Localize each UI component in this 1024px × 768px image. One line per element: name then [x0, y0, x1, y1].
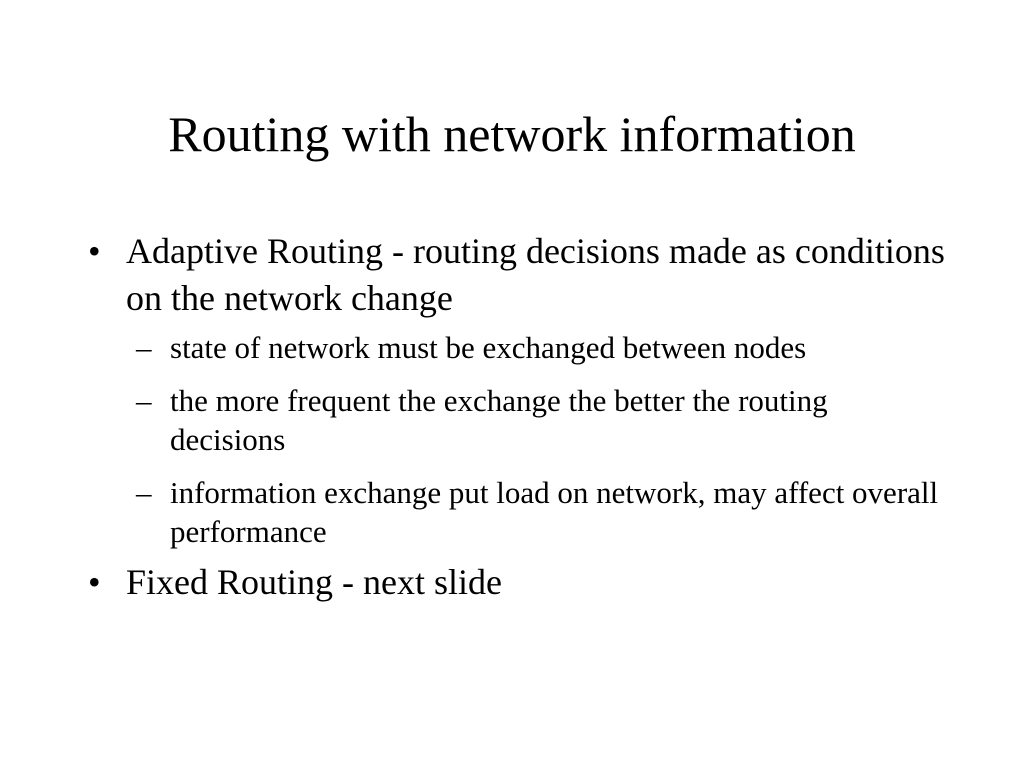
- slide-title: Routing with network information: [168, 106, 856, 162]
- bullet-list: • Adaptive Routing - routing decisions m…: [88, 228, 948, 606]
- sub-bullet-text: state of network must be exchanged betwe…: [170, 330, 807, 365]
- sub-bullet-text: information exchange put load on network…: [170, 475, 939, 549]
- bullet-marker: •: [88, 562, 101, 602]
- bullet-marker: •: [88, 231, 101, 271]
- sub-bullet-network-load: – information exchange put load on netwo…: [126, 473, 948, 551]
- sub-bullet-exchange-frequency: – the more frequent the exchange the bet…: [126, 381, 948, 459]
- sub-bullet-list: – state of network must be exchanged bet…: [126, 328, 948, 551]
- sub-bullet-text: the more frequent the exchange the bette…: [170, 383, 828, 457]
- bullet-adaptive-routing: • Adaptive Routing - routing decisions m…: [88, 228, 948, 551]
- bullet-text: Fixed Routing - next slide: [126, 562, 502, 602]
- sub-bullet-marker: –: [136, 475, 152, 510]
- sub-bullet-marker: –: [136, 330, 152, 365]
- sub-bullet-state-exchange: – state of network must be exchanged bet…: [126, 328, 948, 367]
- bullet-fixed-routing: • Fixed Routing - next slide: [88, 559, 948, 606]
- sub-bullet-marker: –: [136, 383, 152, 418]
- bullet-text: Adaptive Routing - routing decisions mad…: [126, 231, 945, 318]
